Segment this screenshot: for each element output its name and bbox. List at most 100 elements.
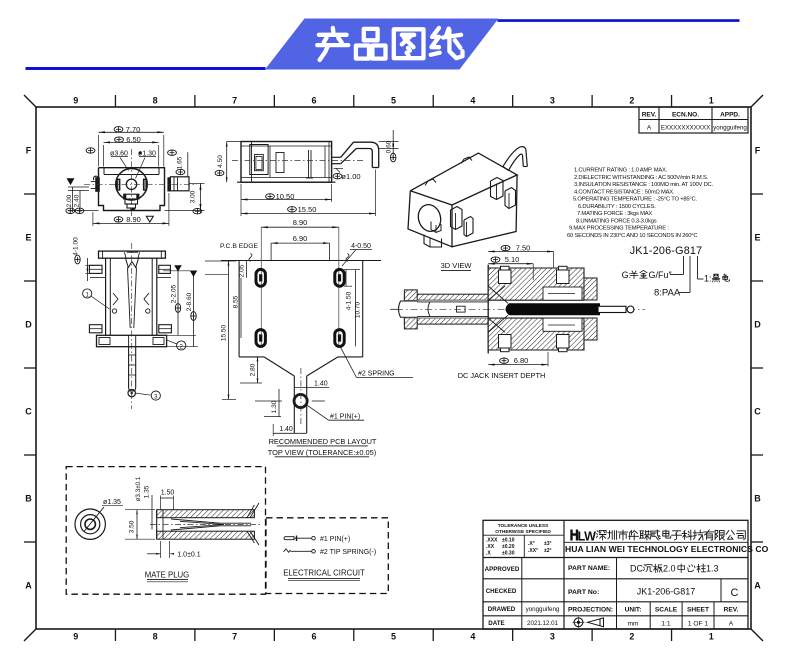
svg-text:.XX: .XX — [486, 544, 495, 550]
svg-text:1.0±0.1: 1.0±0.1 — [177, 552, 200, 559]
svg-text:A: A — [754, 581, 761, 591]
svg-text:F: F — [755, 146, 761, 156]
svg-text:PROJECTION:: PROJECTION: — [568, 607, 613, 614]
svg-text:C: C — [731, 587, 739, 599]
svg-text:DATE: DATE — [488, 620, 504, 627]
svg-text:1.40: 1.40 — [314, 381, 328, 388]
svg-text:1.50: 1.50 — [161, 490, 175, 497]
svg-text:±0.20: ±0.20 — [502, 544, 515, 550]
svg-text:5: 5 — [391, 96, 396, 106]
svg-text:4: 4 — [470, 96, 475, 106]
svg-text:3.00: 3.00 — [190, 190, 197, 203]
svg-text:mm: mm — [628, 621, 639, 628]
svg-text:ø1.30: ø1.30 — [138, 151, 156, 158]
svg-text:OTHERWISE SPECIFIED: OTHERWISE SPECIFIED — [495, 529, 551, 535]
svg-text:±3°: ±3° — [544, 541, 552, 547]
svg-text:4.CONTACT RESISTANCE : 50mΩ MA: 4.CONTACT RESISTANCE : 50mΩ MAX. — [574, 189, 675, 195]
svg-text:ø1.00: ø1.00 — [341, 172, 360, 181]
svg-text:5.10: 5.10 — [505, 255, 520, 264]
svg-text:C: C — [754, 407, 761, 417]
svg-text:A: A — [25, 581, 32, 591]
svg-text:2.00: 2.00 — [66, 194, 73, 207]
svg-text:PART NAME:: PART NAME: — [568, 565, 610, 572]
svg-text:G:: G: — [622, 270, 632, 280]
svg-text:8.UNMATING FORCE 0.3-3.0kgs: 8.UNMATING FORCE 0.3-3.0kgs — [576, 218, 657, 224]
svg-text:.X°: .X° — [528, 541, 535, 547]
svg-text:2: 2 — [629, 96, 634, 106]
svg-text:2: 2 — [629, 632, 634, 642]
svg-text:JK1-206-G817: JK1-206-G817 — [637, 587, 696, 597]
svg-text:D: D — [754, 320, 761, 330]
svg-text:.X: .X — [486, 551, 491, 557]
svg-text:10.70: 10.70 — [355, 301, 362, 318]
svg-text:3: 3 — [154, 394, 158, 400]
svg-text:±0.30: ±0.30 — [502, 551, 515, 557]
svg-text:3: 3 — [550, 632, 555, 642]
svg-text:4-0.50: 4-0.50 — [351, 243, 371, 250]
svg-text:C: C — [25, 407, 32, 417]
svg-text:8: 8 — [153, 96, 158, 106]
svg-text:JK1-206-G817: JK1-206-G817 — [630, 245, 703, 257]
svg-text:5.OPERATING TEMPERATURE : -25°: 5.OPERATING TEMPERATURE : -25°C TO +85°C… — [573, 197, 698, 203]
svg-text:2.05: 2.05 — [239, 264, 246, 277]
svg-text:#2 SPRING: #2 SPRING — [358, 371, 395, 378]
svg-text:2-2.05: 2-2.05 — [170, 284, 177, 303]
svg-text:9: 9 — [73, 96, 78, 106]
svg-text:RECOMMENDED PCB LAYOUT: RECOMMENDED PCB LAYOUT — [269, 437, 377, 446]
svg-text:B: B — [754, 494, 761, 504]
svg-text:G/Fu″: G/Fu″ — [649, 270, 673, 280]
svg-text:6.80: 6.80 — [514, 356, 529, 365]
svg-text:60 SECONDS IN 230°C AND 10 SEC: 60 SECONDS IN 230°C AND 10 SECONDS IN 26… — [567, 233, 697, 239]
svg-text:3D VIEW: 3D VIEW — [441, 261, 473, 270]
svg-text:1:1: 1:1 — [661, 621, 670, 628]
svg-text:3: 3 — [550, 96, 555, 106]
svg-text:4.50: 4.50 — [217, 155, 224, 168]
svg-text:ø1.35: ø1.35 — [103, 499, 121, 506]
svg-text:7.70: 7.70 — [126, 125, 141, 134]
svg-text:1: 1 — [709, 96, 714, 106]
svg-text:6.90: 6.90 — [293, 234, 308, 243]
svg-text:.XX°: .XX° — [528, 548, 538, 554]
svg-text:P.C.B EDGE: P.C.B EDGE — [220, 243, 258, 250]
svg-text:#2 TIP SPRING(-): #2 TIP SPRING(-) — [320, 549, 376, 556]
svg-text:1.40: 1.40 — [279, 426, 293, 433]
svg-text:DC JACK INSERT DEPTH: DC JACK INSERT DEPTH — [458, 371, 546, 380]
svg-text:1:: 1: — [704, 274, 712, 284]
svg-text:7.50: 7.50 — [516, 244, 531, 253]
svg-text:ECN.NO.: ECN.NO. — [672, 112, 699, 119]
svg-text:6: 6 — [312, 96, 317, 106]
svg-text:0.60: 0.60 — [386, 140, 393, 153]
svg-text:B: B — [25, 494, 32, 504]
svg-text:A: A — [647, 125, 652, 132]
svg-text:#1 PIN(+): #1 PIN(+) — [330, 413, 360, 420]
svg-text:UNIT:: UNIT: — [625, 607, 642, 614]
svg-text:2.40: 2.40 — [74, 194, 81, 207]
svg-text:3.50: 3.50 — [128, 520, 135, 533]
svg-text:15.50: 15.50 — [220, 324, 227, 341]
svg-text:6.50: 6.50 — [126, 135, 141, 144]
svg-text:4: 4 — [470, 632, 475, 642]
svg-text:TOP VIEW (TOLERANCE:±0.05): TOP VIEW (TOLERANCE:±0.05) — [268, 448, 376, 457]
svg-text:2.80: 2.80 — [249, 363, 256, 376]
svg-text:10.50: 10.50 — [276, 192, 295, 201]
svg-text:1.CURRENT RATING : 1.0 AMP. MA: 1.CURRENT RATING : 1.0 AMP. MAX. — [574, 168, 668, 174]
svg-text:TOLERANCE UNLESS: TOLERANCE UNLESS — [498, 523, 549, 529]
svg-text:LW: LW — [578, 529, 596, 543]
svg-text:yongguifeng: yongguifeng — [713, 125, 747, 132]
svg-text:15.50: 15.50 — [298, 205, 317, 214]
svg-text:A: A — [729, 621, 734, 628]
svg-text:ø3.3±0.1: ø3.3±0.1 — [135, 476, 142, 501]
svg-text:5: 5 — [391, 632, 396, 642]
svg-text:8: 8 — [153, 632, 158, 642]
svg-text:1.3: 1.3 — [706, 564, 719, 574]
svg-text:2.DIELECTRIC WITHSTANDING : AC: 2.DIELECTRIC WITHSTANDING : AC 500V/min … — [574, 175, 709, 181]
svg-text:DRAWED: DRAWED — [488, 606, 516, 613]
svg-text:APPD.: APPD. — [720, 112, 740, 119]
svg-text:8.55: 8.55 — [233, 295, 240, 308]
svg-text:CHECKED: CHECKED — [486, 588, 517, 595]
svg-text:E: E — [25, 233, 31, 243]
svg-text:8.90: 8.90 — [293, 218, 308, 227]
svg-text:MATE PLUG: MATE PLUG — [145, 571, 189, 580]
svg-text:±2°: ±2° — [544, 548, 552, 554]
svg-text:2: 2 — [180, 344, 184, 350]
